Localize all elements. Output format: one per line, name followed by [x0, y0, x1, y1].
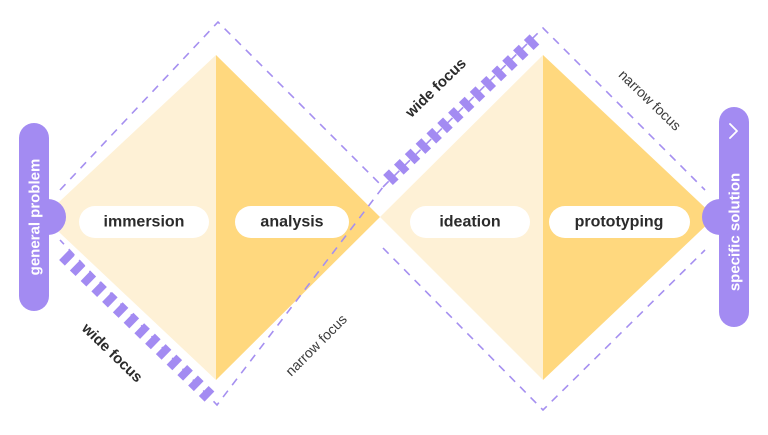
specific-solution-label: specific solution [727, 173, 744, 291]
phase-pill-immersion: immersion [79, 206, 209, 238]
phase-pill-analysis: analysis [235, 206, 349, 238]
narrow-focus-label-right: narrow focus [616, 66, 685, 133]
wide-focus-stripe-right [383, 32, 541, 186]
chevron-right-icon [729, 123, 738, 139]
phase-label-immersion: immersion [104, 214, 185, 231]
phase-label-ideation: ideation [439, 214, 500, 231]
wide-focus-stripe-left [59, 249, 218, 406]
phase-label-analysis: analysis [260, 214, 323, 231]
general-problem-label: general problem [27, 159, 44, 276]
narrow-focus-label-left: narrow focus [282, 311, 350, 379]
phase-label-prototyping: prototyping [575, 214, 664, 231]
dashed-outline-diamond-2-bottom [382, 247, 706, 412]
general-problem-knob [30, 199, 66, 235]
phase-pill-ideation: ideation [410, 206, 530, 238]
specific-solution-knob [702, 199, 738, 235]
phase-pill-prototyping: prototyping [549, 206, 690, 238]
wide-focus-label-left: wide focus [77, 319, 145, 386]
